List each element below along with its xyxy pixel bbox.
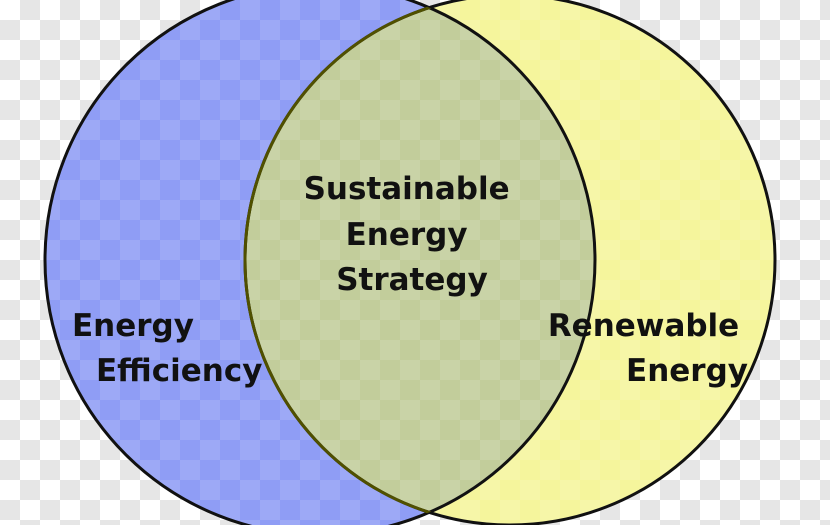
renewable-energy-label-line: Energy (626, 353, 748, 389)
energy-efficiency-label: Energy Efficiency (72, 308, 262, 389)
intersection-label-line: Strategy (336, 262, 488, 298)
energy-efficiency-label-line: Efficiency (96, 353, 262, 389)
energy-efficiency-outline (43, 0, 597, 525)
intersection-label-line: Sustainable (304, 171, 510, 207)
energy-efficiency-label-line: Energy (72, 308, 194, 344)
renewable-energy-label: Renewable Energy (548, 308, 750, 389)
intersection-label-line: Energy (346, 217, 468, 253)
intersection-label: Sustainable Energy Strategy (304, 171, 521, 298)
renewable-energy-label-line: Renewable (548, 308, 739, 344)
intersection-outline (243, 0, 595, 525)
